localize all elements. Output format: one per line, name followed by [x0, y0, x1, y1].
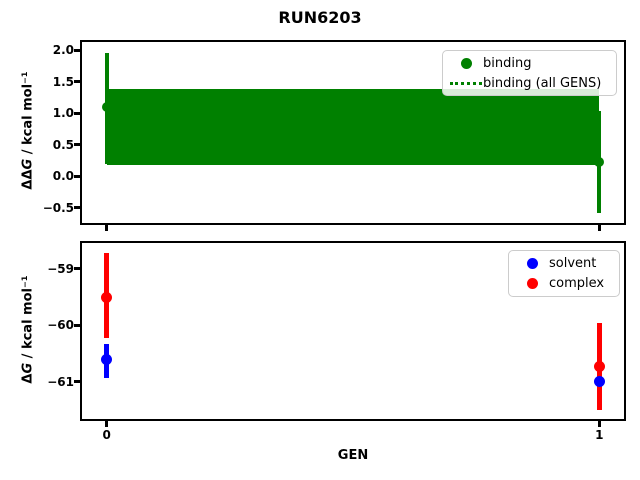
all-gens-band	[106, 89, 600, 165]
binding-marker-icon	[449, 57, 483, 69]
y-tick-label: 0.0	[52, 169, 74, 184]
x-tick-label: 1	[595, 428, 604, 442]
x-axis-label: GEN	[337, 448, 369, 463]
chart-title: RUN6203	[278, 8, 362, 27]
solvent-marker-icon	[515, 257, 549, 269]
binding-point	[594, 156, 605, 167]
complex-point	[593, 361, 605, 373]
x-tick-mark	[105, 225, 109, 231]
legend-label: binding	[483, 55, 532, 71]
complex-point	[101, 291, 113, 303]
y-tick-label: −60	[47, 318, 74, 333]
x-tick-mark	[597, 421, 601, 427]
y-tick-label: 1.5	[52, 74, 74, 89]
top-legend: binding binding (all GENS)	[442, 50, 617, 96]
x-tick-mark	[105, 421, 109, 427]
solvent-point	[101, 353, 113, 365]
y-tick-label: 2.0	[52, 43, 74, 58]
y-tick-label: 1.0	[52, 106, 74, 121]
y-tick-mark	[74, 111, 80, 115]
y-tick-mark	[74, 206, 80, 210]
y-tick-mark	[74, 267, 80, 271]
bottom-ylabel-symbol: G	[20, 362, 36, 374]
legend-label: complex	[549, 276, 605, 292]
y-tick-mark	[74, 380, 80, 384]
legend-item-binding-all-gens: binding (all GENS)	[449, 73, 610, 93]
dotted-line-icon	[449, 81, 483, 85]
legend-label: solvent	[549, 255, 597, 271]
legend-label: binding (all GENS)	[483, 75, 602, 91]
legend-item-complex: complex	[515, 274, 613, 294]
legend-item-binding: binding	[449, 53, 610, 73]
y-tick-mark	[74, 80, 80, 84]
binding-point	[101, 101, 112, 112]
y-tick-mark	[74, 48, 80, 52]
y-tick-mark	[74, 143, 80, 147]
y-tick-mark	[74, 323, 80, 327]
x-tick-label: 0	[102, 428, 111, 442]
y-tick-label: −61	[47, 374, 74, 389]
y-tick-label: −0.5	[42, 200, 74, 215]
complex-marker-icon	[515, 278, 549, 290]
legend-item-solvent: solvent	[515, 253, 613, 273]
x-tick-mark	[597, 225, 601, 231]
y-tick-label: 0.5	[52, 137, 74, 152]
y-tick-label: −59	[47, 261, 74, 276]
y-tick-mark	[74, 174, 80, 178]
solvent-point	[593, 376, 605, 388]
bottom-legend: solvent complex	[508, 250, 620, 297]
